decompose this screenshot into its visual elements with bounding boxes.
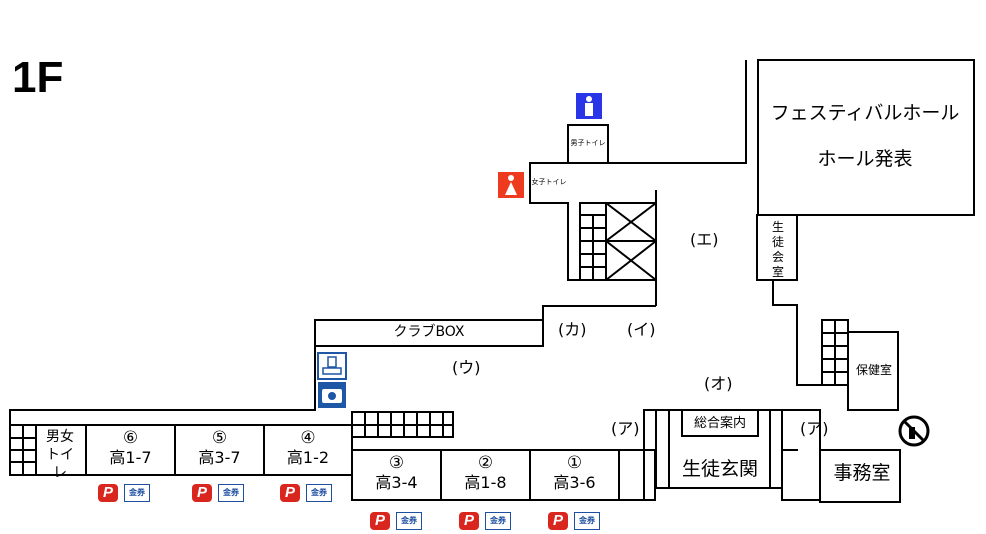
no-smoking-icon — [898, 415, 930, 447]
marker-i[interactable]: (イ) — [627, 320, 656, 339]
ticket-icon: 金券 — [574, 512, 600, 530]
club-box-label: クラブBOX — [393, 324, 465, 340]
marker-ka[interactable]: (カ) — [558, 320, 587, 339]
office-room[interactable] — [819, 449, 901, 503]
payment-badge-1: P 金券 — [548, 510, 604, 532]
payment-badge-2: P 金券 — [459, 510, 515, 532]
ticket-icon: 金券 — [396, 512, 422, 530]
paypay-icon: P — [370, 512, 390, 530]
marker-a-left[interactable]: (ア) — [611, 419, 640, 438]
marker-u[interactable]: (ウ) — [452, 358, 481, 377]
payment-badge-6: P 金券 — [98, 482, 154, 504]
paypay-icon: P — [280, 484, 300, 502]
ticket-icon: 金券 — [218, 484, 244, 502]
entrance-label: 生徒玄関 — [681, 458, 758, 480]
hall-name: フェスティバルホール — [770, 102, 960, 124]
marker-a-right[interactable]: (ア) — [800, 419, 829, 438]
womens-restroom-label: 女子トイレ — [531, 178, 567, 186]
payment-badge-5: P 金券 — [192, 482, 248, 504]
payment-badge-4: P 金券 — [280, 482, 336, 504]
student-council-label: 生徒会室 — [771, 220, 784, 279]
camera-icon — [318, 382, 346, 408]
ticket-icon: 金券 — [306, 484, 332, 502]
ticket-icon: 金券 — [485, 512, 511, 530]
office-label: 事務室 — [833, 462, 891, 484]
ticket-icon: 金券 — [124, 484, 150, 502]
info-desk-label: 総合案内 — [693, 416, 746, 431]
paypay-icon: P — [192, 484, 212, 502]
health-room[interactable] — [847, 331, 899, 411]
marker-o[interactable]: (オ) — [704, 374, 733, 393]
mixed-restroom-label: 男女トイレ — [46, 429, 74, 481]
marker-e[interactable]: (エ) — [690, 230, 719, 249]
female-restroom-icon — [498, 172, 524, 198]
payment-badge-3: P 金券 — [370, 510, 426, 532]
mens-restroom-label: 男子トイレ — [570, 139, 606, 147]
festival-hall[interactable] — [757, 59, 975, 216]
paypay-icon: P — [98, 484, 118, 502]
paypay-icon: P — [548, 512, 568, 530]
info-desk[interactable] — [681, 409, 759, 437]
health-room-label: 保健室 — [855, 363, 892, 377]
hall-event: ホール発表 — [817, 148, 913, 170]
student-council-room[interactable] — [756, 214, 798, 281]
floor-label: 1F — [12, 53, 64, 102]
male-restroom-icon — [576, 93, 602, 119]
paypay-icon: P — [459, 512, 479, 530]
stamp-icon — [317, 352, 347, 380]
